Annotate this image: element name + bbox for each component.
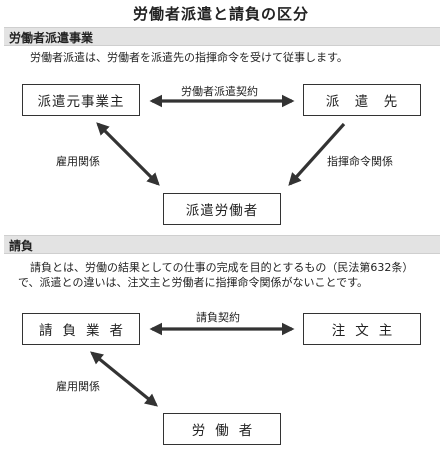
box-haken-saki: 派 遣 先 xyxy=(303,84,421,116)
box-ukeoi-roudousha: 労働者 xyxy=(163,413,281,445)
label-ukeoi-koyou: 雇用関係 xyxy=(56,380,100,393)
ukeoi-description-line2: で、派遣との違いは、注文主と労働者に指揮命令関係がないことです。 xyxy=(18,276,369,289)
label-haken-shiki: 指揮命令関係 xyxy=(327,155,393,168)
section-bar-haken: 労働者派遣事業 xyxy=(4,27,440,46)
section-bar-ukeoi: 請負 xyxy=(4,235,440,254)
box-haken-roudousha: 派遣労働者 xyxy=(163,193,281,225)
box-ukeoi-chumon: 注文主 xyxy=(303,313,421,345)
haken-description: 労働者派遣は、労働者を派遣先の指揮命令を受けて従事します。 xyxy=(30,51,348,64)
arrow-ukeoi-koyou xyxy=(90,351,158,407)
arrow-haken-koyou xyxy=(96,122,160,186)
section-label-ukeoi: 請負 xyxy=(9,239,34,253)
box-ukeoi-gyousha: 請負業者 xyxy=(22,313,140,345)
section-label-haken: 労働者派遣事業 xyxy=(9,31,94,45)
arrow-haken-shiki xyxy=(288,122,346,186)
page-title: 労働者派遣と請負の区分 xyxy=(132,5,309,23)
label-ukeoi-keiyaku: 請負契約 xyxy=(196,311,240,324)
box-haken-moto: 派遣元事業主 xyxy=(22,84,140,116)
label-haken-koyou: 雇用関係 xyxy=(56,155,100,168)
ukeoi-description-line1: 請負とは、労働の結果としての仕事の完成を目的とするもの（民法第632条） xyxy=(30,261,414,274)
